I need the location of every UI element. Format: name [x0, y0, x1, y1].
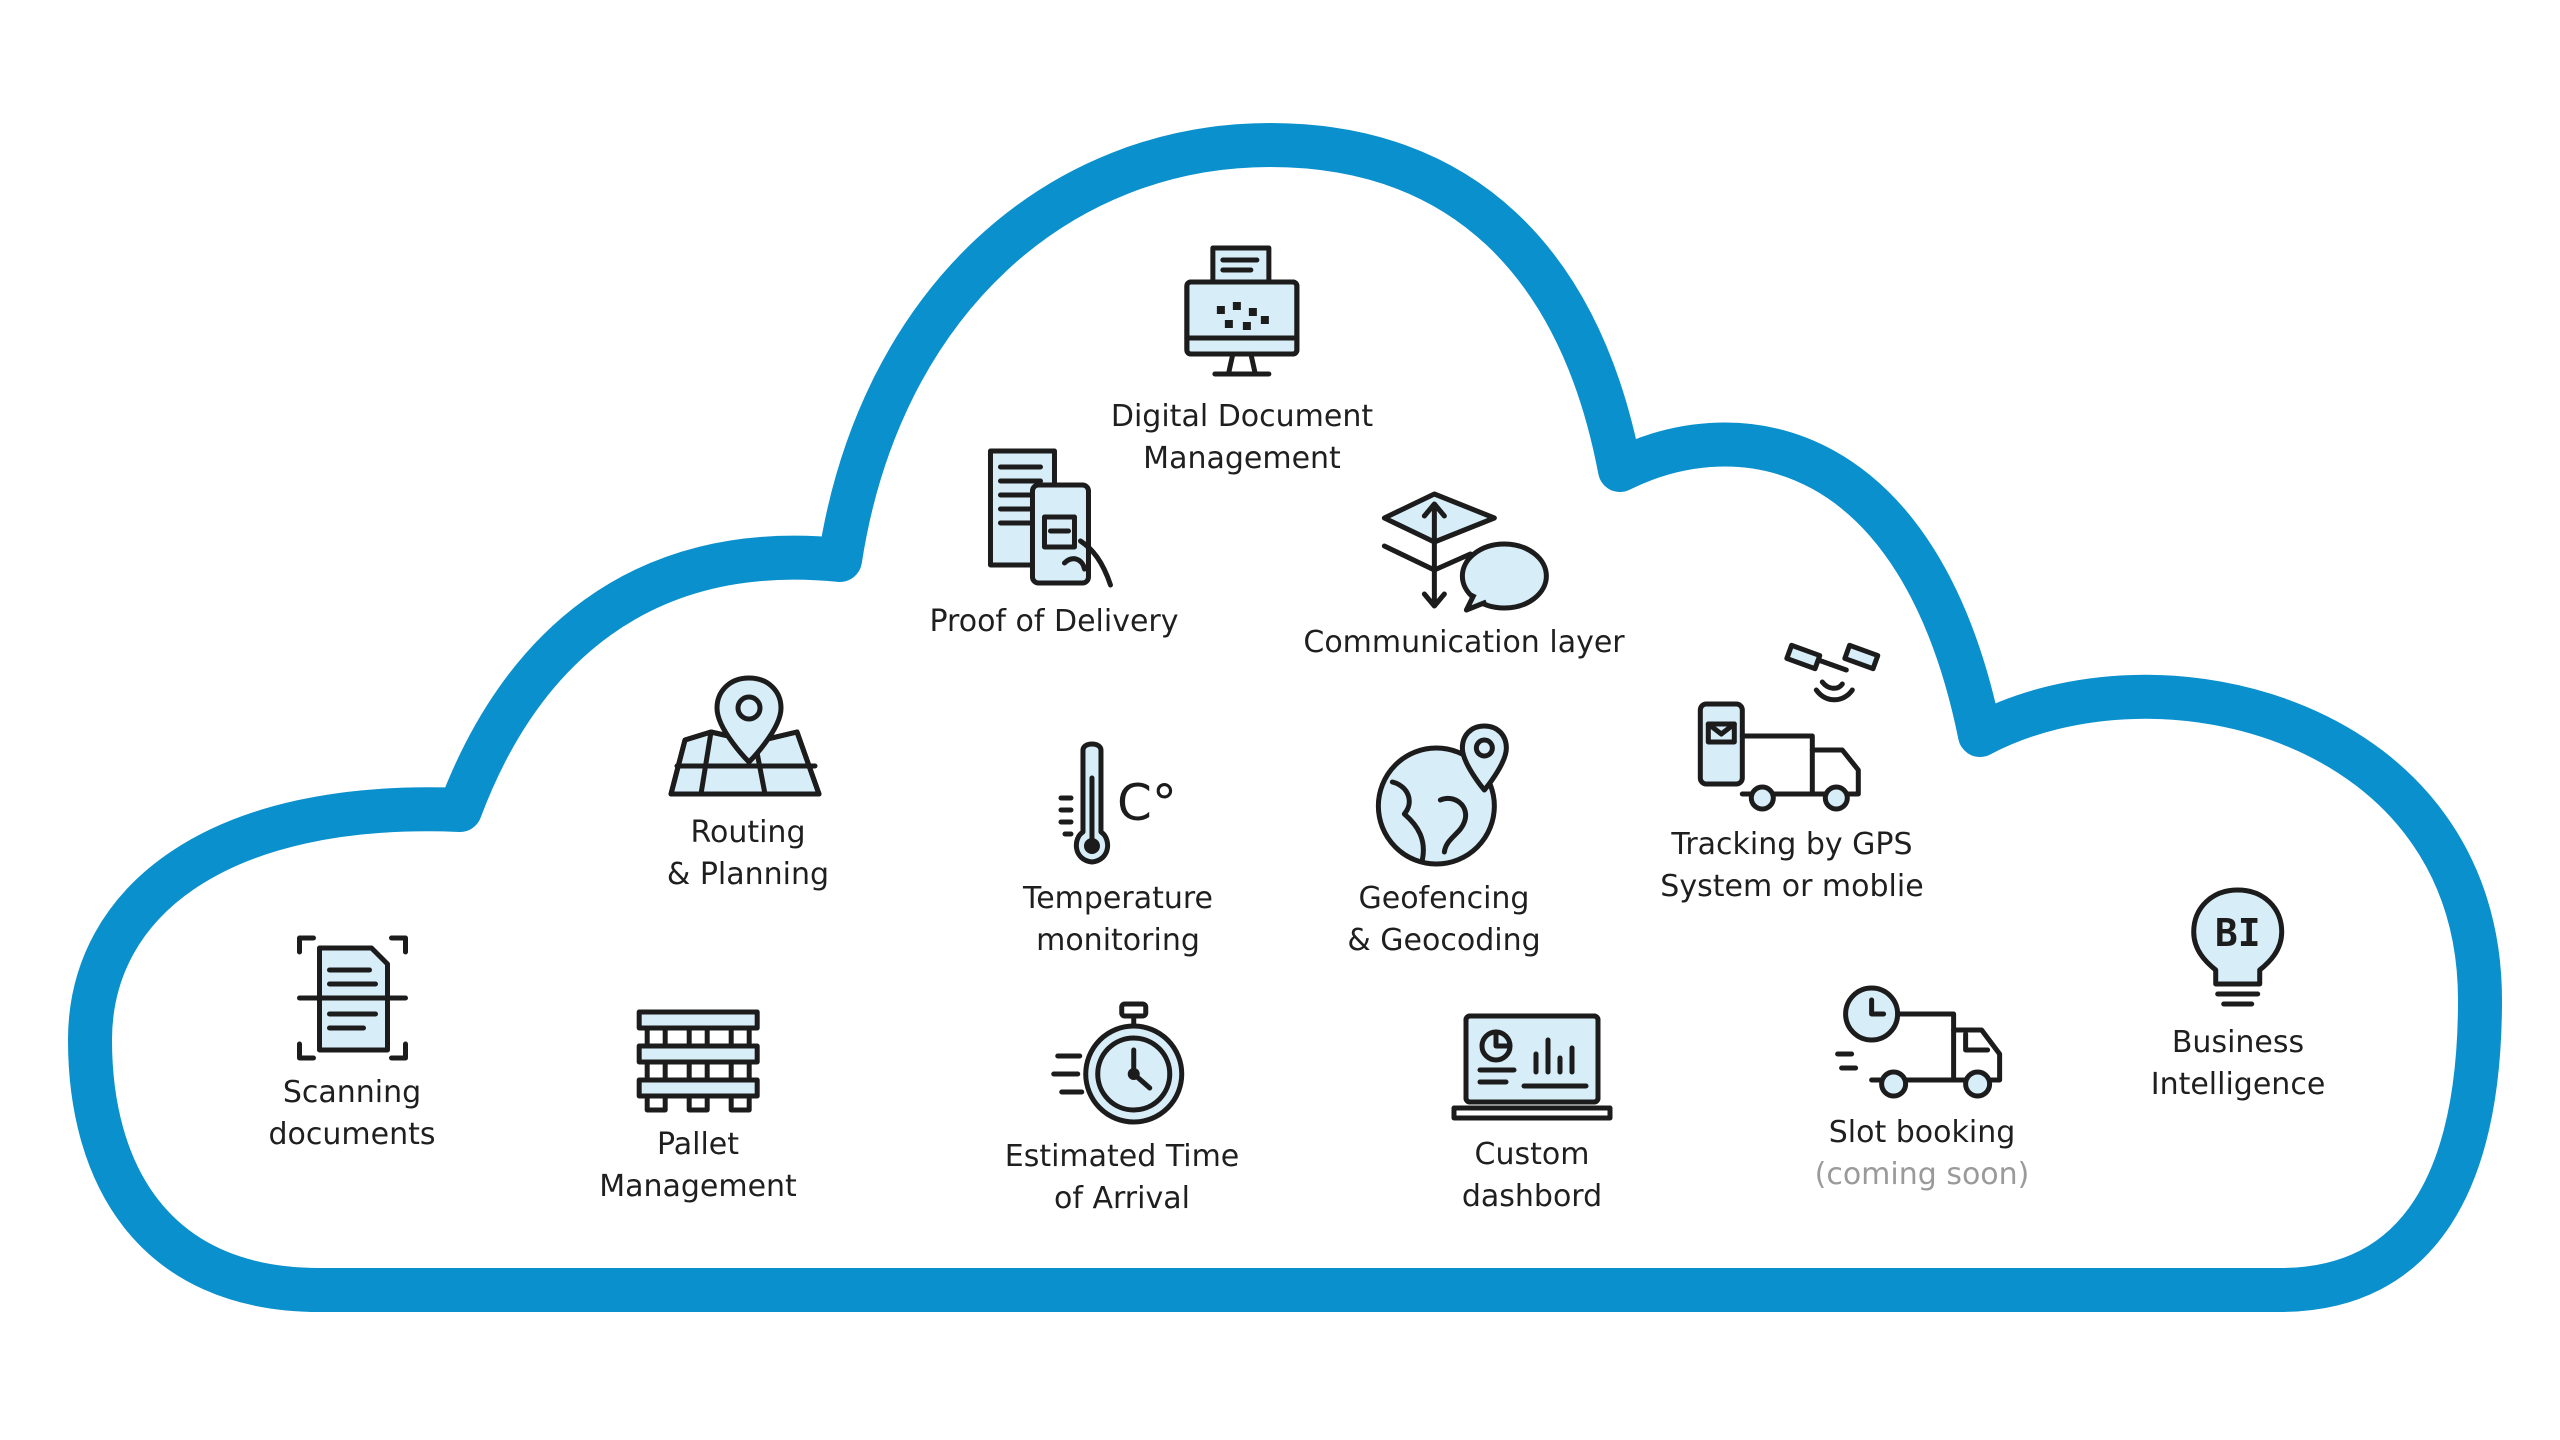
- label-line1: Temperature: [1022, 881, 1214, 916]
- label-line2: & Geocoding: [1347, 923, 1541, 958]
- stopwatch-icon: [1051, 1001, 1185, 1125]
- label-line1: Geofencing: [1358, 881, 1530, 916]
- feature-eta: Estimated Time of Arrival: [1004, 1000, 1240, 1220]
- label-line1: Custom: [1474, 1137, 1590, 1172]
- label-line2: of Arrival: [1054, 1181, 1190, 1216]
- label-line2: Management: [599, 1169, 797, 1204]
- label-line1: Proof of Delivery: [929, 604, 1179, 639]
- feature-scanning: Scanning documents: [269, 932, 436, 1156]
- label-line1: Communication layer: [1303, 625, 1625, 660]
- laptop-chart-icon: [1451, 1013, 1613, 1121]
- label-line1: Business: [2171, 1025, 2305, 1060]
- label-line2: monitoring: [1036, 923, 1200, 958]
- label-line1: Slot booking: [1828, 1115, 2016, 1150]
- layers-chat-icon: [1381, 491, 1549, 613]
- truck-satellite-phone-icon: [1697, 642, 1880, 812]
- map-pin-icon: [668, 675, 822, 797]
- label-line2: documents: [268, 1117, 436, 1152]
- document-scan-icon: [296, 935, 408, 1061]
- feature-proof-of-delivery: Proof of Delivery: [929, 445, 1179, 643]
- feature-slot-booking: Slot booking (coming soon): [1814, 984, 2030, 1196]
- label-line1: Scanning: [282, 1075, 422, 1110]
- thermometer-icon: C°: [1058, 741, 1177, 865]
- feature-routing-planning: Routing & Planning: [665, 674, 831, 896]
- feature-geofencing: Geofencing & Geocoding: [1347, 722, 1541, 962]
- document-printer-monitor-icon: [1184, 245, 1300, 377]
- label-line2: & Planning: [666, 857, 830, 892]
- temperature-glyph: C°: [1117, 774, 1177, 832]
- label-line2: dashbord: [1461, 1179, 1603, 1214]
- feature-temperature: C° Temperature monitoring: [1023, 738, 1213, 962]
- label-line2: Intelligence: [2150, 1067, 2326, 1102]
- label-line2: System or moblie: [1660, 869, 1924, 904]
- feature-tracking-gps: Tracking by GPS System or moblie: [1660, 642, 1924, 908]
- feature-digital-document: Digital Document Management: [1111, 242, 1373, 480]
- feature-business-intelligence: BI Business Intelligence: [2150, 884, 2326, 1106]
- label-line1: Pallet: [656, 1127, 740, 1162]
- label-line1: Estimated Time: [1004, 1139, 1240, 1174]
- globe-pin-icon: [1375, 723, 1509, 867]
- phone-document-scan-icon: [987, 448, 1113, 588]
- label-line2: Management: [1143, 441, 1341, 476]
- lightbulb-bi-icon: BI: [2191, 887, 2285, 1007]
- truck-clock-icon: [1835, 985, 2003, 1099]
- label-coming-soon: (coming soon): [1814, 1157, 2030, 1192]
- pallet-icon: [636, 1009, 760, 1113]
- feature-pallet: Pallet Management: [599, 1006, 797, 1208]
- feature-dashboard: Custom dashbord: [1450, 1010, 1614, 1218]
- label-line1: Digital Document: [1110, 399, 1374, 434]
- label-line1: Routing: [690, 815, 806, 850]
- label-line1: Tracking by GPS: [1671, 827, 1913, 862]
- feature-communication-layer: Communication layer: [1303, 484, 1625, 664]
- bi-glyph: BI: [2215, 911, 2261, 955]
